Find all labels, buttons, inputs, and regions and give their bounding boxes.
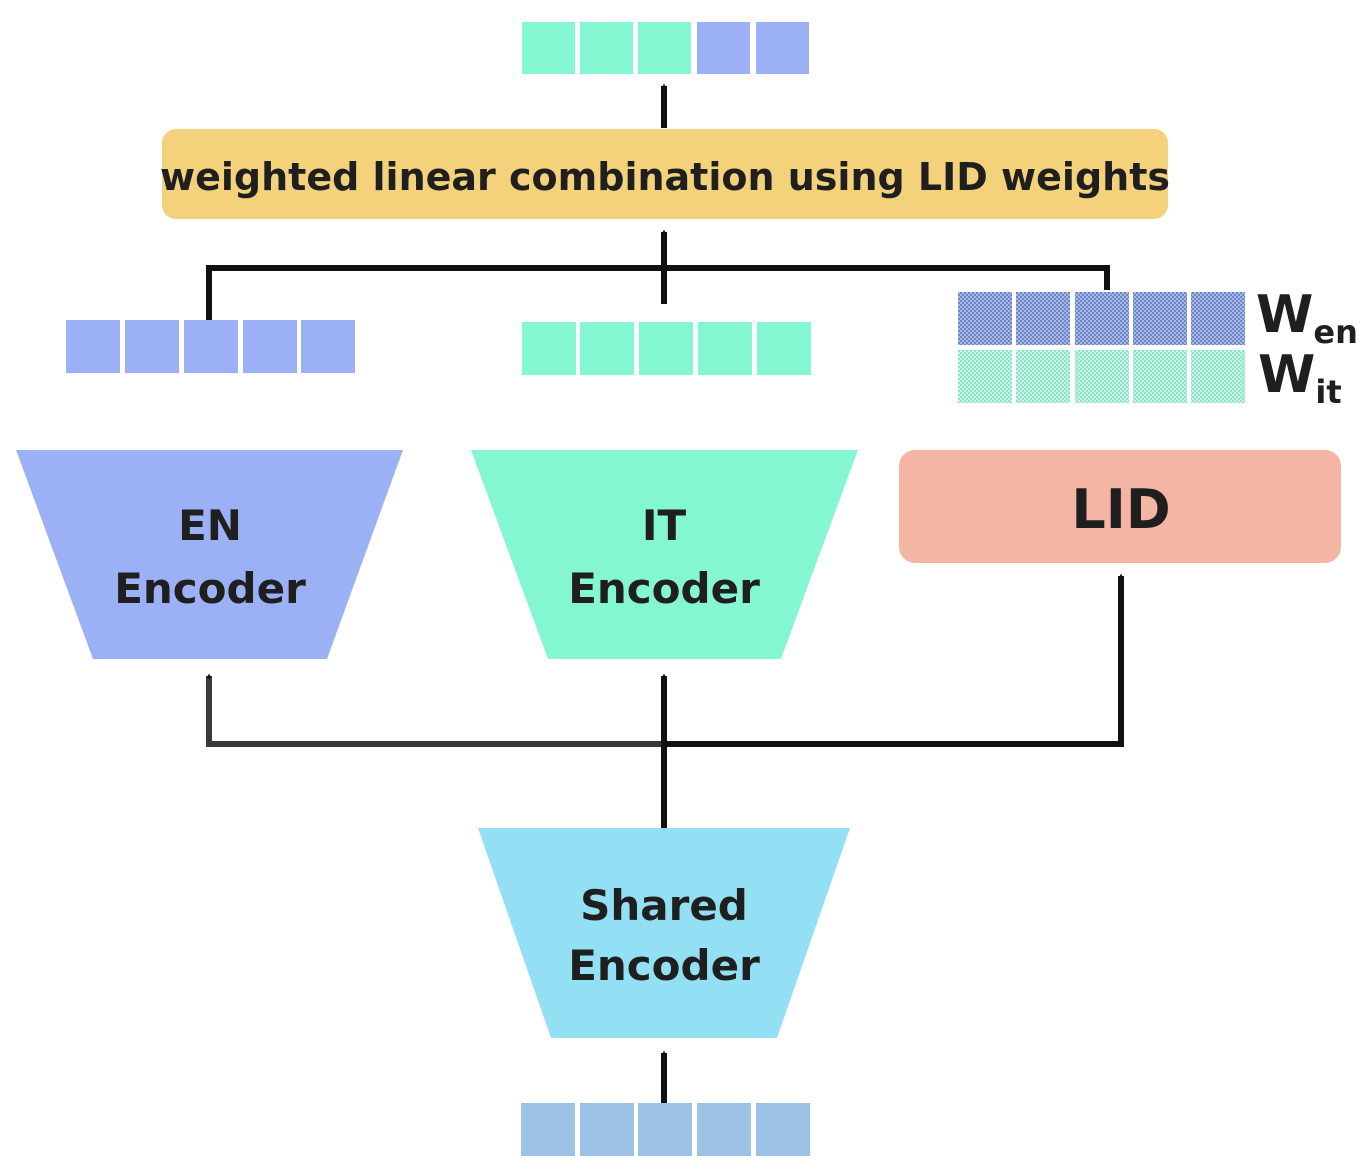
shared-encoder-line1: Shared xyxy=(580,881,748,930)
it-encoder-line1: IT xyxy=(642,501,687,550)
combination-connectors xyxy=(206,229,1110,322)
it-encoder-line2: Encoder xyxy=(568,564,760,613)
shared-connectors xyxy=(206,573,1124,828)
weight-en-base: W xyxy=(1256,285,1313,345)
weight-en-sub: en xyxy=(1313,313,1357,351)
en-encoder: EN Encoder xyxy=(16,450,403,659)
weight-it-sub: it xyxy=(1315,373,1341,411)
combination-box: weighted linear combination using LID we… xyxy=(160,129,1170,219)
en-encoder-line2: Encoder xyxy=(114,564,306,613)
it-encoder: IT Encoder xyxy=(471,450,858,659)
en-output-vector xyxy=(66,320,355,373)
shared-encoder: Shared Encoder xyxy=(478,828,850,1038)
shared-encoder-line2: Encoder xyxy=(568,941,760,990)
lid-weight-it-vector xyxy=(958,350,1245,403)
weight-it-base: W xyxy=(1258,345,1315,405)
en-encoder-line1: EN xyxy=(178,501,242,550)
weight-label-it: Wit xyxy=(1258,345,1342,411)
it-output-vector xyxy=(522,322,811,375)
lid-box: LID xyxy=(899,450,1341,563)
lid-label: LID xyxy=(1071,478,1170,541)
output-vector xyxy=(522,22,809,74)
weight-label-en: Wen xyxy=(1256,285,1358,351)
combination-label: weighted linear combination using LID we… xyxy=(160,155,1170,199)
lid-weight-en-vector xyxy=(958,292,1245,345)
input-vector xyxy=(521,1103,810,1156)
